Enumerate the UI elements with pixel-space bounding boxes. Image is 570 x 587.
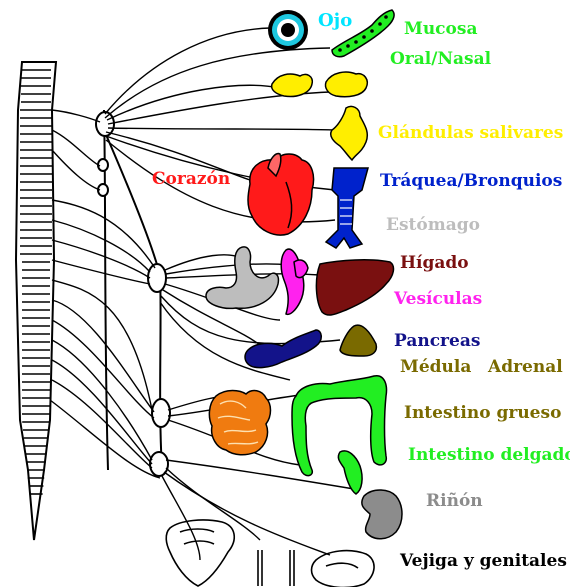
- label-corazon: Corazón: [152, 169, 230, 189]
- label-intestino-grueso: Intestino grueso: [404, 403, 561, 423]
- pancreas-organ: [245, 330, 321, 368]
- salivary-gland-organs: [272, 72, 368, 160]
- eye-organ: [268, 10, 308, 50]
- label-mucosa-line2: Oral/Nasal: [390, 49, 492, 69]
- label-vesiculas: Vesículas: [393, 289, 482, 309]
- liver-organ: [316, 260, 393, 315]
- label-pancreas: Pancreas: [394, 331, 480, 351]
- large-intestine-organ: [292, 376, 387, 494]
- label-traquea: Tráquea/Bronquios: [380, 171, 562, 191]
- label-intestino-delgado: Intestino delgado: [408, 445, 570, 465]
- bladder-genitals-organs: [166, 520, 374, 587]
- stomach-organ: [206, 247, 278, 308]
- label-adrenal: Adrenal: [487, 357, 563, 377]
- label-higado: Hígado: [400, 253, 469, 273]
- label-rinon: Riñón: [426, 491, 483, 511]
- gallbladder-organ: [281, 249, 308, 314]
- label-mucosa-line1: Mucosa: [404, 19, 477, 39]
- adrenal-organ: [340, 325, 376, 356]
- heart-organ: [248, 154, 314, 235]
- label-medula: Médula: [400, 357, 471, 377]
- label-estomago: Estómago: [386, 215, 480, 235]
- kidney-organ: [362, 490, 402, 539]
- nerve-fibers: [50, 28, 360, 560]
- label-vejiga: Vejiga y genitales: [399, 551, 567, 571]
- label-ojo: Ojo: [318, 10, 352, 31]
- label-glandulas: Glándulas salivares: [378, 123, 563, 143]
- small-intestine-organ: [209, 391, 270, 455]
